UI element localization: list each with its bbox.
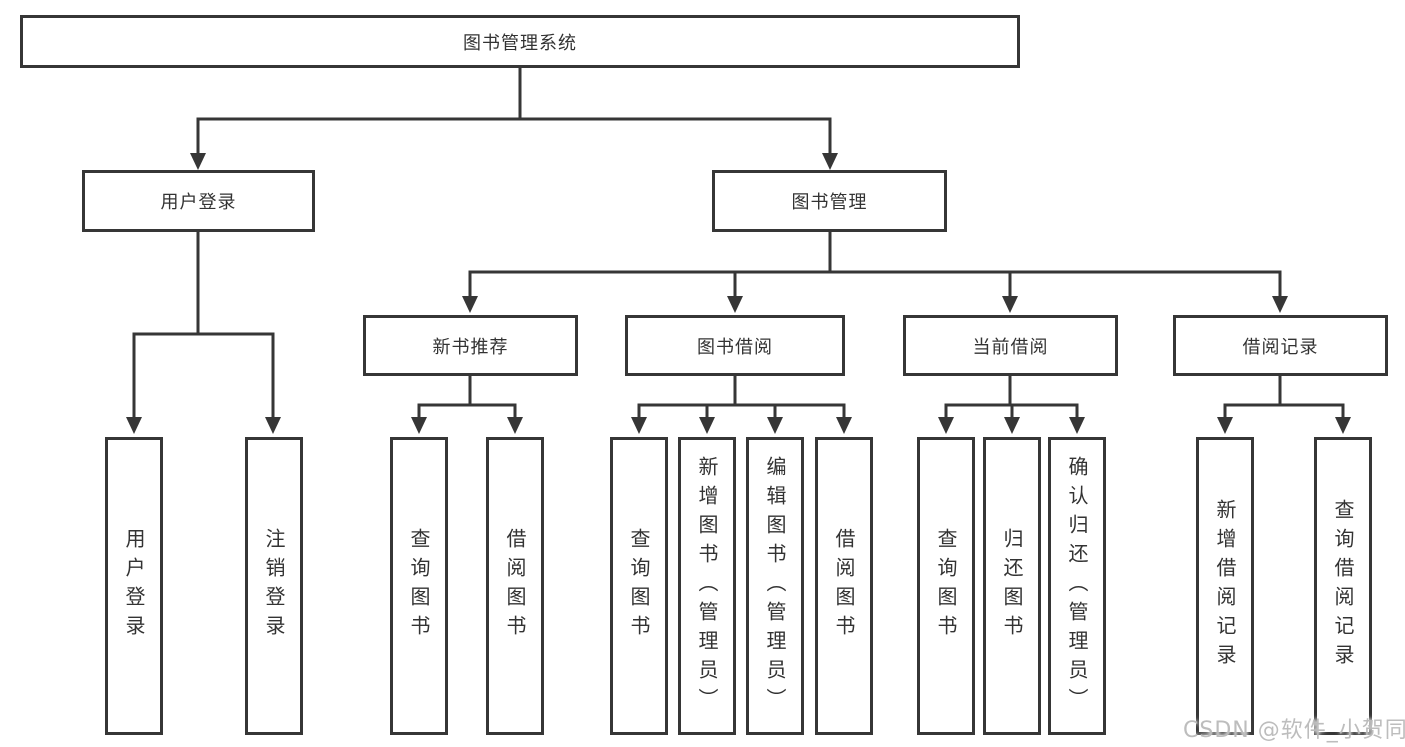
node-library-system: 图书管理系统 [20, 15, 1020, 68]
leaf-confirm-return-admin-label: 确认归还（管理员） [1065, 455, 1089, 717]
leaf-logout: 注销登录 [245, 437, 303, 735]
leaf-return-books-label: 归还图书 [1000, 528, 1024, 644]
node-user-login: 用户登录 [82, 170, 315, 232]
leaf-return-books: 归还图书 [983, 437, 1041, 735]
leaf-borrow-books-recommend: 借阅图书 [486, 437, 544, 735]
node-book-management-label: 图书管理 [791, 192, 868, 213]
leaf-query-books-recommend: 查询图书 [390, 437, 448, 735]
leaf-add-book-admin: 新增图书（管理员） [678, 437, 736, 735]
leaf-query-books-current-label: 查询图书 [934, 528, 958, 644]
node-new-book-recommend: 新书推荐 [363, 315, 578, 376]
node-book-management: 图书管理 [712, 170, 947, 232]
leaf-query-books-current: 查询图书 [917, 437, 975, 735]
node-current-borrowing: 当前借阅 [903, 315, 1118, 376]
leaf-add-borrow-record: 新增借阅记录 [1196, 437, 1254, 735]
node-current-borrowing-label: 当前借阅 [972, 336, 1049, 358]
node-new-book-recommend-label: 新书推荐 [432, 336, 509, 358]
leaf-query-borrow-record: 查询借阅记录 [1314, 437, 1372, 735]
node-library-system-label: 图书管理系统 [463, 32, 577, 54]
node-book-borrowing-label: 图书借阅 [697, 336, 773, 358]
leaf-edit-book-admin: 编辑图书（管理员） [746, 437, 804, 735]
leaf-add-book-admin-label: 新增图书（管理员） [695, 455, 719, 717]
node-book-borrowing: 图书借阅 [625, 315, 845, 376]
leaf-add-borrow-record-label: 新增借阅记录 [1213, 499, 1237, 673]
leaf-query-borrow-record-label: 查询借阅记录 [1331, 499, 1355, 673]
leaf-borrow-books-label: 借阅图书 [832, 528, 856, 644]
leaf-query-books-borrow: 查询图书 [610, 437, 668, 735]
leaf-user-login-label: 用户登录 [122, 528, 146, 644]
leaf-confirm-return-admin: 确认归还（管理员） [1048, 437, 1106, 735]
leaf-borrow-books-recommend-label: 借阅图书 [503, 528, 527, 644]
leaf-borrow-books: 借阅图书 [815, 437, 873, 735]
csdn-watermark: CSDN @软件_小贺同学 [1183, 718, 1405, 743]
node-borrowing-records-label: 借阅记录 [1242, 336, 1319, 358]
leaf-edit-book-admin-label: 编辑图书（管理员） [763, 455, 787, 717]
leaf-user-login: 用户登录 [105, 437, 163, 735]
leaf-query-books-borrow-label: 查询图书 [627, 528, 651, 644]
node-user-login-label: 用户登录 [160, 192, 237, 213]
leaf-query-books-recommend-label: 查询图书 [407, 528, 431, 644]
node-borrowing-records: 借阅记录 [1173, 315, 1388, 376]
leaf-logout-label: 注销登录 [262, 528, 286, 644]
